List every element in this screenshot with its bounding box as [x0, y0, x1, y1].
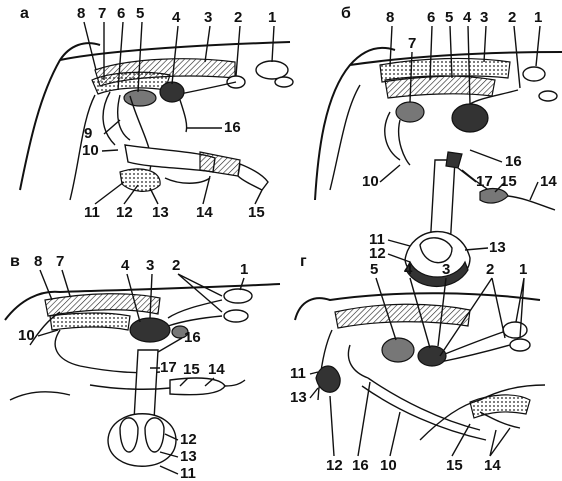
- panel-a-label-2: 2: [234, 9, 242, 26]
- panel-a-label-15: 15: [248, 204, 265, 221]
- panel-b-label-10: 10: [362, 173, 379, 190]
- panel-v-label-4: 4: [121, 257, 130, 274]
- panel-b-letter: б: [341, 5, 351, 22]
- panel-v-label-2: 2: [172, 257, 180, 274]
- panel-a-label-3: 3: [204, 9, 212, 26]
- panel-b-label-12: 12: [369, 245, 386, 262]
- panel-v-label-14: 14: [208, 361, 225, 378]
- panel-g-label-14: 14: [484, 457, 501, 474]
- panel-g-label-11: 11: [290, 365, 306, 382]
- panel-b-label-17: 17: [476, 173, 493, 190]
- panel-g-label-3: 3: [442, 261, 450, 278]
- panel-v-letter: в: [10, 253, 20, 270]
- panel-a: а 1 2 3 4 5 6 7 8 9 10 11 12 13 14 15 16: [20, 5, 293, 221]
- panel-a-label-8: 8: [77, 5, 85, 22]
- panel-a-label-13: 13: [152, 204, 169, 221]
- panel-b-label-2: 2: [508, 9, 516, 26]
- panel-b-label-1: 1: [534, 9, 542, 26]
- panel-a-label-16: 16: [224, 119, 241, 136]
- panel-v-label-1: 1: [240, 261, 248, 278]
- panel-b-label-8: 8: [386, 9, 394, 26]
- panel-a-label-1: 1: [268, 9, 276, 26]
- panel-b-label-4: 4: [463, 9, 472, 26]
- panel-v-label-10: 10: [18, 327, 35, 344]
- panel-a-label-11: 11: [84, 204, 100, 221]
- panel-b: б 1 2 3 4 5 6 7 8 10 11 12 13 14 15 16 1…: [315, 5, 562, 287]
- panel-g: г 1 2 3 4 5 10 11 12 13 14 15 16: [290, 253, 545, 474]
- panel-g-label-10: 10: [380, 457, 397, 474]
- panel-v-label-15: 15: [183, 361, 200, 378]
- panel-b-label-6: 6: [427, 9, 435, 26]
- panel-g-letter: г: [300, 253, 307, 270]
- panel-a-label-14: 14: [196, 204, 213, 221]
- panel-a-label-4: 4: [172, 9, 181, 26]
- panel-g-label-2: 2: [486, 261, 494, 278]
- panel-a-label-9: 9: [84, 125, 92, 142]
- panel-v-label-3: 3: [146, 257, 154, 274]
- panel-b-label-13: 13: [489, 239, 506, 256]
- panel-b-label-14: 14: [540, 173, 557, 190]
- panel-g-label-5: 5: [370, 261, 378, 278]
- panel-b-label-15: 15: [500, 173, 517, 190]
- panel-v: в 1 2 3 4 7 8 10 11 12 13 14 15 16 17: [5, 253, 280, 481]
- panel-b-label-7: 7: [408, 35, 416, 52]
- panel-v-label-8: 8: [34, 253, 42, 270]
- panel-b-label-16: 16: [505, 153, 522, 170]
- panel-a-label-12: 12: [116, 204, 133, 221]
- panel-a-label-6: 6: [117, 5, 125, 22]
- panel-v-label-13: 13: [180, 448, 197, 465]
- panel-b-label-3: 3: [480, 9, 488, 26]
- panel-a-label-10: 10: [82, 142, 99, 159]
- panel-g-label-12: 12: [326, 457, 343, 474]
- panel-v-label-16: 16: [184, 329, 201, 346]
- panel-a-letter: а: [20, 5, 29, 22]
- panel-a-label-7: 7: [98, 5, 106, 22]
- panel-v-label-11: 11: [180, 465, 196, 481]
- panel-g-label-15: 15: [446, 457, 463, 474]
- panel-v-label-17: 17: [160, 359, 177, 376]
- panel-v-label-12: 12: [180, 431, 197, 448]
- panel-a-label-5: 5: [136, 5, 144, 22]
- panel-g-label-13: 13: [290, 389, 307, 406]
- panel-g-label-16: 16: [352, 457, 369, 474]
- panel-g-label-4: 4: [404, 261, 413, 278]
- panel-g-label-1: 1: [519, 261, 527, 278]
- panel-v-label-7: 7: [56, 253, 64, 270]
- panel-b-label-5: 5: [445, 9, 453, 26]
